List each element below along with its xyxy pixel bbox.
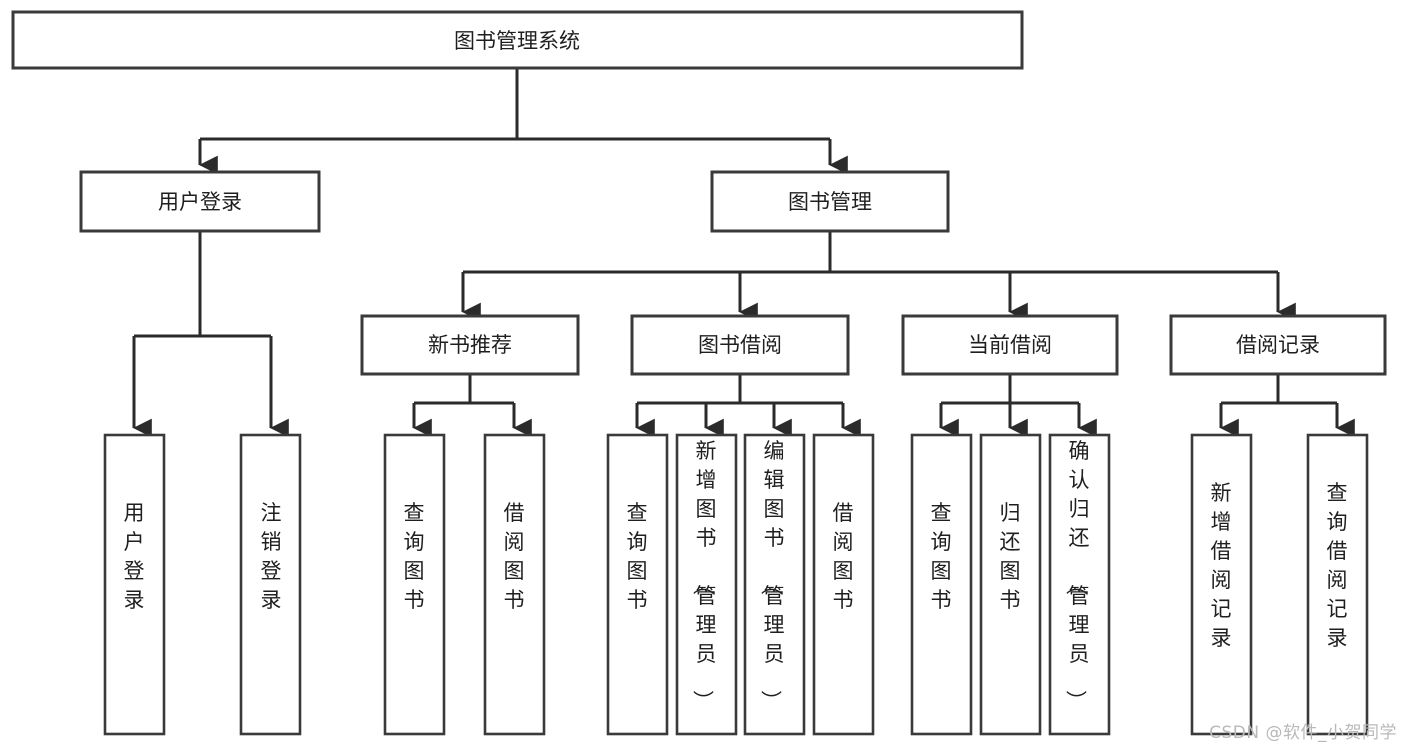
node-leaf-query-book-1[interactable]: 查询图书	[383, 433, 446, 736]
node-borrow-record-box[interactable]	[1169, 314, 1387, 376]
node-leaf-query-book-2-label: 查询图书	[627, 501, 648, 612]
node-user-login-label: 用户登录	[158, 190, 242, 214]
node-current-borrow-box[interactable]	[901, 314, 1119, 376]
node-new-book-recommend-label: 新书推荐	[428, 333, 512, 357]
node-leaf-add-book[interactable]: 新增图书（管理员）	[675, 433, 738, 736]
node-current-borrow[interactable]: 当前借阅	[901, 314, 1119, 376]
node-leaf-add-book-label: 新增图书（管理员）	[691, 439, 717, 711]
node-leaf-logout-login-box[interactable]	[239, 433, 302, 736]
node-leaf-borrow-book-1-label: 借阅图书	[504, 501, 525, 612]
node-leaf-query-book-2-box[interactable]	[606, 433, 669, 736]
node-leaf-confirm-return-box[interactable]	[1048, 433, 1111, 736]
node-leaf-borrow-book-2-label: 借阅图书	[833, 501, 854, 612]
node-leaf-add-record-box[interactable]	[1190, 433, 1253, 736]
node-user-login[interactable]: 用户登录	[79, 170, 321, 233]
node-leaf-user-login-box[interactable]	[103, 433, 166, 736]
csdn-watermark: CSDN @软件_小贺同学	[1209, 723, 1397, 743]
node-book-manage-label: 图书管理	[788, 190, 872, 214]
node-leaf-borrow-book-1[interactable]: 借阅图书	[483, 433, 546, 736]
node-leaf-query-book-1-label: 查询图书	[404, 501, 425, 612]
node-leaf-query-record[interactable]: 查询借阅记录	[1306, 433, 1369, 736]
node-leaf-add-record-label: 新增借阅记录	[1211, 481, 1232, 650]
node-book-borrow-label: 图书借阅	[698, 333, 782, 357]
node-user-login-box[interactable]	[79, 170, 321, 233]
node-leaf-logout-login[interactable]: 注销登录	[239, 433, 302, 736]
node-leaf-add-book-box[interactable]	[675, 433, 738, 736]
node-leaf-return-book[interactable]: 归还图书	[979, 433, 1042, 736]
node-leaf-borrow-book-2[interactable]: 借阅图书	[812, 433, 875, 736]
node-leaf-query-book-3[interactable]: 查询图书	[910, 433, 973, 736]
node-borrow-record-label: 借阅记录	[1236, 333, 1320, 357]
node-leaf-query-record-label: 查询借阅记录	[1327, 481, 1348, 650]
node-leaf-query-book-3-label: 查询图书	[931, 501, 952, 612]
node-leaf-edit-book[interactable]: 编辑图书（管理员）	[743, 433, 806, 736]
node-leaf-return-book-box[interactable]	[979, 433, 1042, 736]
node-root-box[interactable]	[11, 10, 1024, 70]
node-leaf-query-book-2[interactable]: 查询图书	[606, 433, 669, 736]
node-leaf-user-login-label: 用户登录	[124, 501, 145, 612]
node-leaf-edit-book-box[interactable]	[743, 433, 806, 736]
node-leaf-user-login[interactable]: 用户登录	[103, 433, 166, 736]
node-current-borrow-label: 当前借阅	[968, 333, 1052, 357]
node-leaf-edit-book-label: 编辑图书（管理员）	[759, 439, 785, 711]
node-leaf-return-book-label: 归还图书	[1000, 501, 1021, 612]
node-leaf-borrow-book-1-box[interactable]	[483, 433, 546, 736]
connector-layer	[132, 68, 1355, 438]
node-leaf-borrow-book-2-box[interactable]	[812, 433, 875, 736]
node-root[interactable]: 图书管理系统	[11, 10, 1024, 70]
node-new-book-recommend[interactable]: 新书推荐	[360, 314, 580, 376]
node-leaf-confirm-return[interactable]: 确认归还（管理员）	[1048, 433, 1111, 736]
node-book-manage-box[interactable]	[710, 170, 950, 233]
node-book-manage[interactable]: 图书管理	[710, 170, 950, 233]
node-book-borrow[interactable]: 图书借阅	[630, 314, 850, 376]
node-leaf-query-book-3-box[interactable]	[910, 433, 973, 736]
node-root-label: 图书管理系统	[454, 29, 580, 53]
node-leaf-logout-login-label: 注销登录	[261, 501, 282, 612]
node-new-book-recommend-box[interactable]	[360, 314, 580, 376]
node-leaf-query-book-1-box[interactable]	[383, 433, 446, 736]
node-leaf-query-record-box[interactable]	[1306, 433, 1369, 736]
node-leaf-confirm-return-label: 确认归还（管理员）	[1064, 439, 1090, 711]
node-leaf-add-record[interactable]: 新增借阅记录	[1190, 433, 1253, 736]
node-book-borrow-box[interactable]	[630, 314, 850, 376]
node-borrow-record[interactable]: 借阅记录	[1169, 314, 1387, 376]
